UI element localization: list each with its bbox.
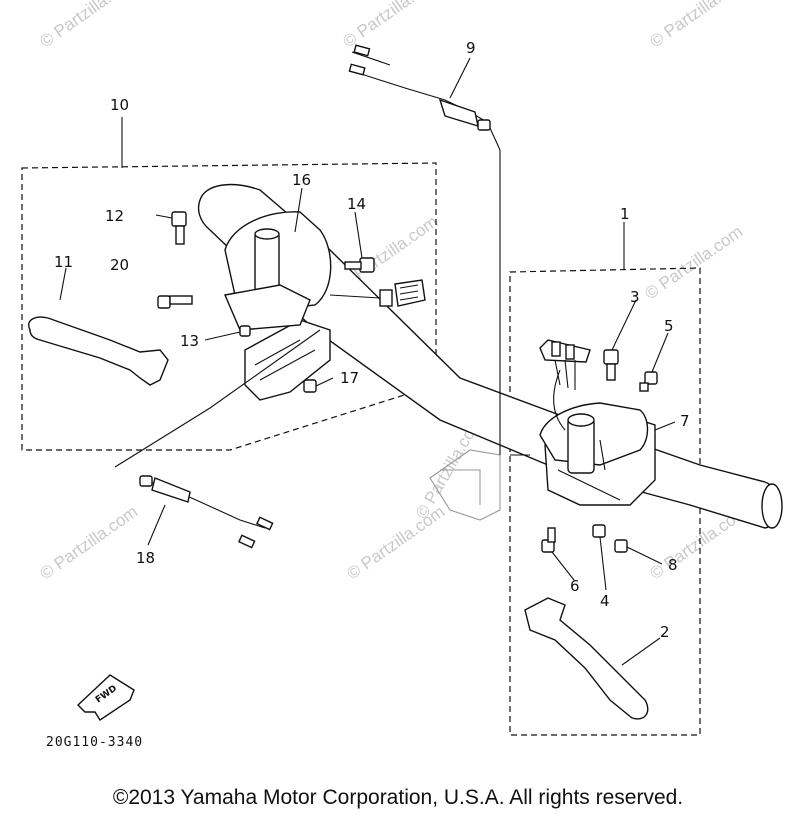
clutch-lever	[28, 316, 169, 386]
callout-4: 4	[600, 592, 610, 610]
group-box-right	[509, 267, 701, 736]
frame-bracket	[429, 449, 501, 521]
watermark: © Partzilla.com	[36, 0, 141, 51]
brake-switch-cable	[139, 475, 274, 549]
handlebar-end	[761, 483, 783, 529]
callout-11: 11	[54, 253, 73, 271]
watermark: © Partzilla.com	[646, 0, 751, 51]
callout-9: 9	[466, 39, 476, 57]
switch-connector-left	[329, 279, 426, 307]
leader-lines	[59, 57, 676, 666]
fwd-arrow-icon: FWD	[76, 674, 135, 721]
watermark: © Partzilla.com	[339, 0, 444, 51]
callout-3: 3	[630, 288, 640, 306]
watermark: © Partzilla.com	[36, 502, 141, 583]
clutch-switch-cable	[348, 44, 491, 131]
callout-12: 12	[105, 207, 124, 225]
right-lever-bracket	[539, 402, 656, 506]
copyright-notice: ©2013 Yamaha Motor Corporation, U.S.A. A…	[112, 786, 684, 809]
fasteners	[157, 211, 658, 553]
left-lever-bracket	[224, 211, 332, 401]
brake-lever	[524, 597, 649, 720]
callout-1: 1	[620, 205, 630, 223]
callout-6: 6	[570, 577, 580, 595]
diagram-code: 20G110-3340	[46, 735, 143, 750]
callout-20: 20	[110, 256, 129, 274]
callout-2: 2	[660, 623, 670, 641]
callout-18: 18	[136, 549, 155, 567]
callouts: 1 2 3 4 5 6 7 8 9 10 11 12 13 14 16 17 1…	[54, 39, 690, 641]
watermark: © Partzilla.com	[641, 222, 746, 303]
callout-7: 7	[680, 412, 690, 430]
callout-17: 17	[340, 369, 359, 387]
callout-14: 14	[347, 195, 366, 213]
group-box-left	[21, 162, 437, 451]
callout-16: 16	[292, 171, 311, 189]
callout-10: 10	[110, 96, 129, 114]
watermarks: © Partzilla.com © Partzilla.com © Partzi…	[36, 0, 751, 583]
callout-13: 13	[180, 332, 199, 350]
switch-connector-right	[539, 339, 591, 431]
callout-5: 5	[664, 317, 674, 335]
callout-8: 8	[668, 556, 678, 574]
